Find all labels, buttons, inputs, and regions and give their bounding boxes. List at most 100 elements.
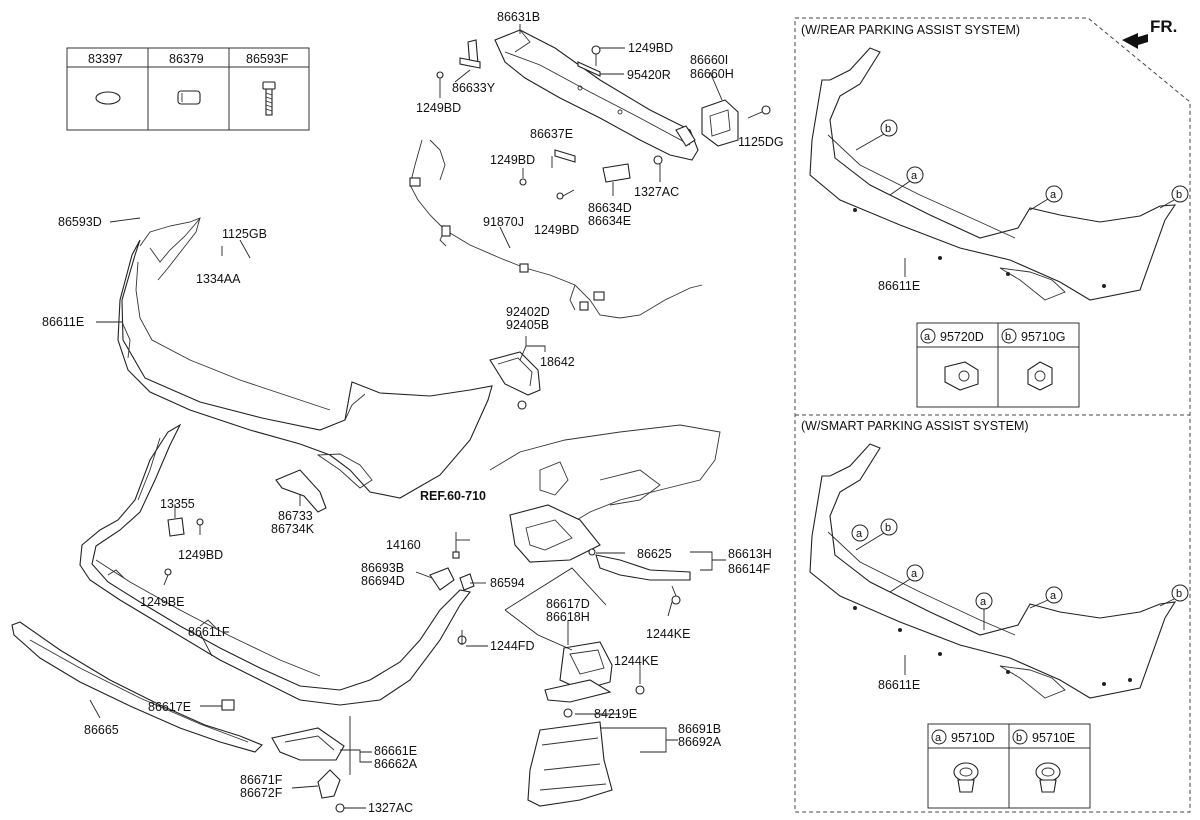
parking-sensor-icon bbox=[1027, 361, 1053, 391]
rectangular-plug-icon bbox=[177, 90, 201, 105]
callout-1125GB: 1125GB bbox=[222, 227, 267, 241]
beam-fasteners bbox=[436, 39, 771, 200]
bracket-assembly bbox=[701, 99, 739, 147]
callout-86671F: 86671F bbox=[240, 773, 283, 787]
callout-18642: 18642 bbox=[540, 355, 575, 369]
callout-86692A: 86692A bbox=[678, 735, 722, 749]
smart-panel-title: (W/SMART PARKING ASSIST SYSTEM) bbox=[801, 419, 1029, 433]
callout-86661E: 86661E bbox=[374, 744, 417, 758]
table-header-2: 86379 bbox=[169, 52, 204, 66]
callout-86637E: 86637E bbox=[530, 127, 573, 141]
callout-1327AC: 1327AC bbox=[368, 801, 413, 815]
callout-86691B: 86691B bbox=[678, 722, 721, 736]
callout-86611F: 86611F bbox=[188, 625, 230, 639]
marker-b: b bbox=[885, 522, 891, 534]
rear-sensor-legend: a 95720D b 95710G bbox=[916, 322, 1080, 408]
front-direction-indicator: FR. bbox=[1122, 17, 1177, 49]
callout-95420R: 95420R bbox=[627, 68, 671, 82]
callout-86733: 86733 bbox=[278, 509, 313, 523]
callout-1249BD: 1249BD bbox=[534, 223, 579, 237]
smart-parking-assist-panel: (W/SMART PARKING ASSIST SYSTEM) a b a a bbox=[801, 419, 1189, 809]
rear-panel-title: (W/REAR PARKING ASSIST SYSTEM) bbox=[801, 23, 1020, 37]
side-bracket-86733 bbox=[275, 469, 327, 513]
marker-b: b bbox=[1176, 588, 1182, 600]
legend-marker: b bbox=[1005, 331, 1011, 343]
parts-table: 83397 86379 86593F bbox=[66, 47, 310, 131]
legend-part: 95720D bbox=[940, 330, 984, 344]
marker-a: a bbox=[1050, 189, 1057, 201]
rear-skid-plate bbox=[11, 621, 263, 753]
callout-86631B: 86631B bbox=[497, 10, 540, 24]
callout-86662A: 86662A bbox=[374, 757, 418, 771]
reflex-reflector-lamp bbox=[489, 351, 541, 410]
lower-guard-86691B bbox=[527, 708, 613, 807]
callout-86734K: 86734K bbox=[271, 522, 315, 536]
callout-86660I: 86660I bbox=[690, 53, 728, 67]
callout-86617D: 86617D bbox=[546, 597, 590, 611]
callout-1327AC: 1327AC bbox=[634, 185, 679, 199]
marker-a: a bbox=[1050, 590, 1057, 602]
callout-86594: 86594 bbox=[490, 576, 525, 590]
callout-86693B: 86693B bbox=[361, 561, 404, 575]
callout-1244FD: 1244FD bbox=[490, 639, 534, 653]
callout-86625: 86625 bbox=[637, 547, 672, 561]
callout-86660H: 86660H bbox=[690, 67, 734, 81]
marker-a: a bbox=[980, 596, 987, 608]
parking-sensor-icon bbox=[953, 762, 979, 793]
callout-labels: 86631B 1249BD 86633Y 1249BD 95420R 86660… bbox=[42, 10, 784, 815]
legend-part: 95710D bbox=[951, 731, 995, 745]
callout-86614F: 86614F bbox=[728, 562, 771, 576]
side-bracket-86613H bbox=[588, 548, 691, 605]
wiring-harness bbox=[409, 139, 703, 319]
callout-84219E: 84219E bbox=[594, 707, 637, 721]
fr-label: FR. bbox=[1150, 17, 1177, 36]
smart-panel-bumper-label: 86611E bbox=[878, 678, 920, 692]
legend-part: 95710G bbox=[1021, 330, 1065, 344]
callout-92405B: 92405B bbox=[506, 318, 549, 332]
callout-1249BD: 1249BD bbox=[416, 101, 461, 115]
marker-a: a bbox=[856, 528, 863, 540]
marker-b: b bbox=[885, 123, 891, 135]
sensor-bracket-86617D bbox=[544, 641, 645, 703]
callout-86617E: 86617E bbox=[148, 700, 191, 714]
callout-92402D: 92402D bbox=[506, 305, 550, 319]
direction-arrow-icon bbox=[1122, 33, 1148, 49]
parking-sensor-icon bbox=[944, 361, 979, 391]
callout-86634D: 86634D bbox=[588, 201, 632, 215]
callout-86633Y: 86633Y bbox=[452, 81, 496, 95]
callout-1249BD: 1249BD bbox=[178, 548, 223, 562]
callout-14160: 14160 bbox=[386, 538, 421, 552]
rear-parking-assist-panel: (W/REAR PARKING ASSIST SYSTEM) b a a b bbox=[801, 23, 1189, 408]
smart-sensor-legend: a 95710D b 95710E bbox=[927, 723, 1091, 809]
callout-86665: 86665 bbox=[84, 723, 119, 737]
oval-grommet-icon bbox=[95, 91, 121, 105]
table-header-3: 86593F bbox=[246, 52, 289, 66]
marker-b: b bbox=[1176, 189, 1182, 201]
screw-icon bbox=[262, 81, 276, 116]
rear-panel-bumper bbox=[809, 47, 1177, 301]
rear-panel-bumper-label: 86611E bbox=[878, 279, 920, 293]
callout-1249BD: 1249BD bbox=[628, 41, 673, 55]
ref-label: REF.60-710 bbox=[420, 489, 486, 503]
callout-86613H: 86613H bbox=[728, 547, 772, 561]
callout-1249BE: 1249BE bbox=[140, 595, 184, 609]
table-header-1: 83397 bbox=[88, 52, 123, 66]
callout-13355: 13355 bbox=[160, 497, 195, 511]
callout-1125DG: 1125DG bbox=[738, 135, 784, 149]
callout-86634E: 86634E bbox=[588, 214, 631, 228]
callout-91870J: 91870J bbox=[483, 215, 524, 229]
callout-86593D: 86593D bbox=[58, 215, 102, 229]
rear-bumper-cover-upper bbox=[117, 217, 493, 499]
lower-fasteners bbox=[163, 517, 345, 813]
callout-1244KE: 1244KE bbox=[614, 654, 658, 668]
legend-marker: a bbox=[924, 331, 931, 343]
legend-marker: b bbox=[1016, 732, 1022, 744]
body-reference-area bbox=[489, 424, 721, 563]
variant-panel: (W/REAR PARKING ASSIST SYSTEM) b a a b bbox=[794, 17, 1191, 813]
marker-a: a bbox=[911, 170, 918, 182]
callout-86672F: 86672F bbox=[240, 786, 283, 800]
rear-bumper-cover-lower bbox=[79, 423, 471, 706]
leader-lines bbox=[89, 24, 726, 809]
callout-1334AA: 1334AA bbox=[196, 272, 241, 286]
